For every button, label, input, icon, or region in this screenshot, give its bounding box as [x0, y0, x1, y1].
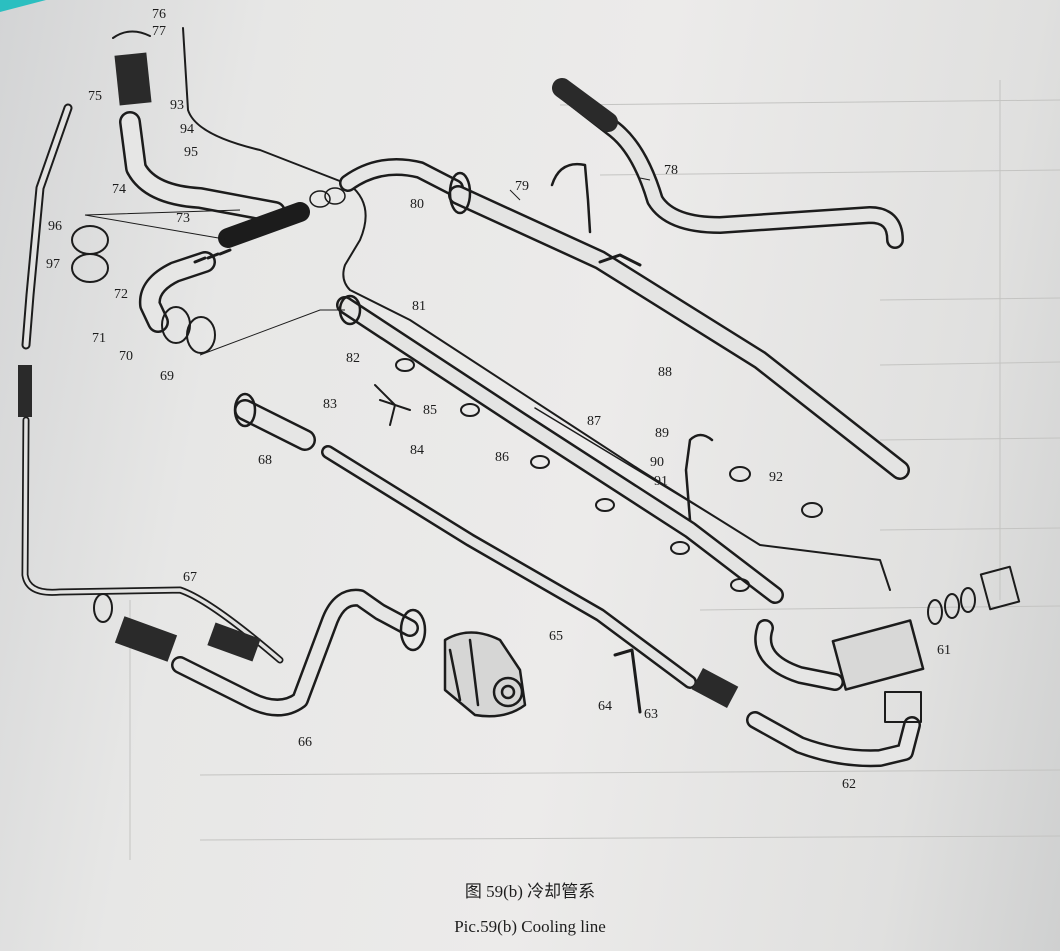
callout-87: 87	[587, 414, 601, 429]
callout-84: 84	[410, 443, 424, 458]
rail-86-ports	[395, 358, 750, 592]
leader-lines	[84, 177, 651, 356]
corner-accent	[0, 0, 46, 12]
bracket-63	[613, 648, 642, 714]
clamp-76	[112, 30, 151, 39]
callout-85: 85	[423, 403, 437, 418]
figure-caption-chinese: 图 59(b) 冷却管系	[464, 882, 596, 901]
callout-95: 95	[184, 145, 198, 160]
flange-97	[71, 253, 109, 283]
callout-71: 71	[92, 331, 106, 346]
callout-90: 90	[650, 455, 664, 470]
rings-61	[927, 587, 976, 625]
callout-67: 67	[183, 570, 197, 585]
callout-64: 64	[598, 699, 612, 714]
line-87	[534, 407, 721, 521]
gasket-96	[71, 225, 109, 255]
callout-62: 62	[842, 777, 856, 792]
callout-76: 76	[152, 7, 166, 22]
thermostat-housing-61	[831, 619, 925, 691]
callout-63: 63	[644, 707, 658, 722]
hose-near-65	[691, 668, 739, 708]
callout-92: 92	[769, 470, 783, 485]
callout-91: 91	[654, 474, 668, 489]
callout-96: 96	[48, 219, 62, 234]
callout-74: 74	[112, 182, 126, 197]
flange-62	[884, 691, 922, 723]
clamp-92	[729, 466, 751, 482]
callout-72: 72	[114, 287, 128, 302]
bellows-73	[218, 202, 310, 248]
callout-88: 88	[658, 365, 672, 380]
left-hose-sleeve	[18, 365, 32, 417]
tube-89	[684, 433, 714, 522]
callout-66: 66	[298, 735, 312, 750]
callout-73: 73	[176, 211, 190, 226]
callout-68: 68	[258, 453, 272, 468]
callout-81: 81	[412, 299, 426, 314]
callout-82: 82	[346, 351, 360, 366]
callout-75: 75	[88, 89, 102, 104]
callout-65: 65	[549, 629, 563, 644]
callout-77: 77	[152, 24, 166, 39]
callout-80: 80	[410, 197, 424, 212]
pipe-67	[21, 416, 284, 664]
gasket-69	[186, 316, 216, 354]
callout-69: 69	[160, 369, 174, 384]
callout-94: 94	[180, 122, 194, 137]
figure-caption-english: Pic.59(b) Cooling line	[454, 917, 606, 936]
hose-75	[114, 52, 152, 106]
callout-61: 61	[937, 643, 951, 658]
thin-pipe-77	[182, 27, 891, 591]
callout-78: 78	[664, 163, 678, 178]
callout-83: 83	[323, 397, 337, 412]
callout-97: 97	[46, 257, 60, 272]
callout-86: 86	[495, 450, 509, 465]
callout-93: 93	[170, 98, 184, 113]
callout-70: 70	[119, 349, 133, 364]
water-pump	[443, 631, 527, 718]
callout-79: 79	[515, 179, 529, 194]
callout-89: 89	[655, 426, 669, 441]
hose-66-sleeve	[114, 616, 178, 662]
